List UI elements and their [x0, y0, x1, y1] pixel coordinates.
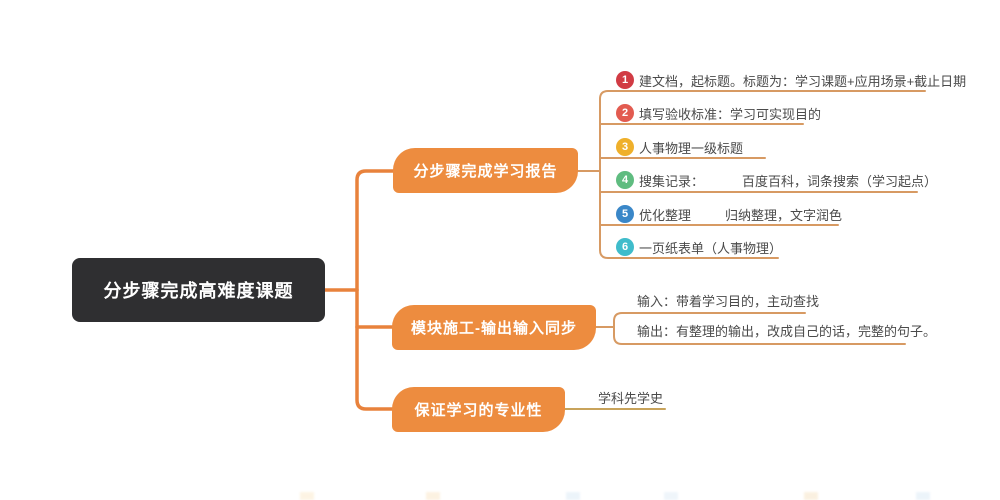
subtopic-step-5[interactable]: 5 优化整理 归纳整理，文字润色 [616, 205, 842, 223]
step-number-badge: 5 [616, 205, 634, 223]
subtopic-label: 填写验收标准：学习可实现目的 [639, 106, 822, 122]
subtopic-label: 优化整理 [639, 207, 692, 223]
step-number-badge: 4 [616, 171, 634, 189]
subtopic-step-4[interactable]: 4 搜集记录： 百度百科，词条搜索（学习起点） [616, 171, 937, 189]
subtopic-step-2[interactable]: 2 填写验收标准：学习可实现目的 [616, 104, 821, 122]
branch-topic-professionalism[interactable]: 保证学习的专业性 [392, 387, 565, 432]
subtopic-output[interactable]: 输出：有整理的输出，改成自己的话，完整的句子。 [637, 323, 937, 339]
step-number-badge: 3 [616, 138, 634, 156]
branch-topic-module-io[interactable]: 模块施工-输出输入同步 [392, 305, 596, 350]
subtopic-label: 搜集记录： [639, 173, 705, 189]
subtopic-step-6[interactable]: 6 一页纸表单（人事物理） [616, 238, 782, 256]
subtopic-discipline-history[interactable]: 学科先学史 [598, 390, 664, 406]
subtopic-detail: 百度百科，词条搜索（学习起点） [742, 173, 938, 189]
subtopic-input[interactable]: 输入：带着学习目的，主动查找 [637, 293, 820, 309]
subtopic-label: 人事物理一级标题 [639, 140, 744, 156]
bottom-edge-smudge [300, 492, 1000, 500]
subtopic-step-1[interactable]: 1 建文档，起标题。标题为：学习课题+应用场景+截止日期 [616, 71, 966, 89]
subtopic-label: 一页纸表单（人事物理） [639, 240, 783, 256]
branch-topic-study-report[interactable]: 分步骤完成学习报告 [393, 148, 578, 193]
subtopic-detail: 归纳整理，文字润色 [725, 207, 843, 223]
step-number-badge: 6 [616, 238, 634, 256]
step-number-badge: 1 [616, 71, 634, 89]
subtopic-step-3[interactable]: 3 人事物理一级标题 [616, 138, 743, 156]
subtopic-label: 建文档，起标题。标题为：学习课题+应用场景+截止日期 [639, 73, 967, 89]
root-topic[interactable]: 分步骤完成高难度课题 [72, 258, 325, 322]
step-number-badge: 2 [616, 104, 634, 122]
